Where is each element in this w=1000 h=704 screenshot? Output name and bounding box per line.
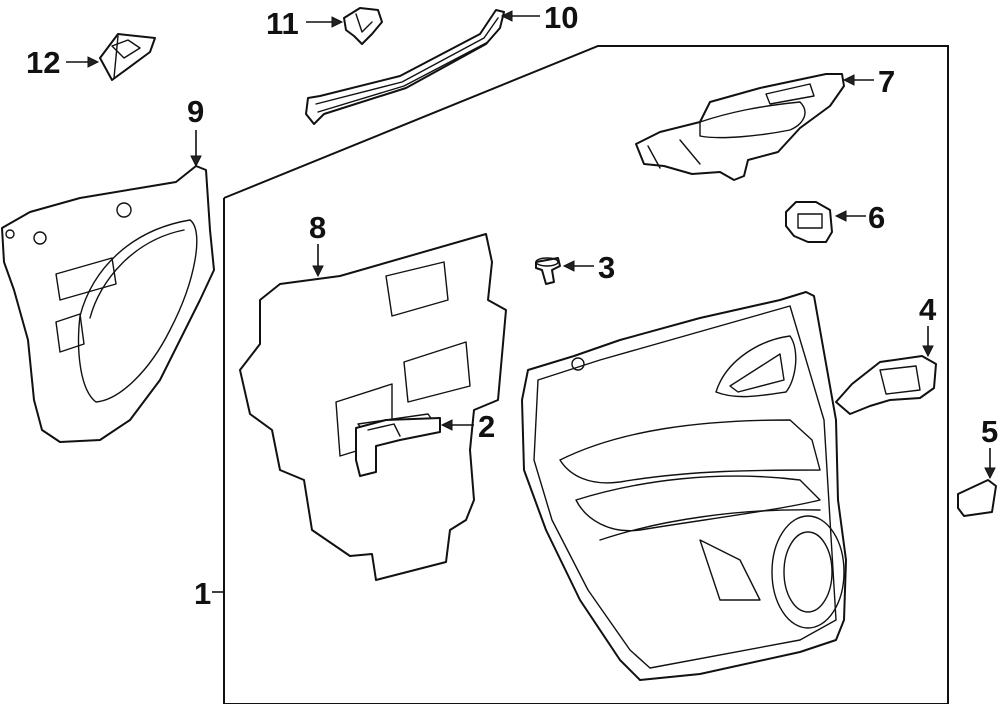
part-6-switch[interactable] <box>785 201 833 243</box>
callout-9: 9 <box>187 94 204 129</box>
callout-11: 11 <box>266 6 299 41</box>
callout-7: 7 <box>878 64 895 99</box>
part-12-bezel[interactable] <box>99 33 156 81</box>
arrow-8 <box>312 265 324 278</box>
part-8-water-deflector[interactable] <box>239 233 507 581</box>
arrow-9 <box>190 155 202 168</box>
callout-12: 12 <box>26 45 60 80</box>
arrow-4 <box>922 345 934 358</box>
part-1-door-trim-panel[interactable] <box>521 291 847 681</box>
part-11-clip[interactable] <box>343 7 383 45</box>
callout-2: 2 <box>478 409 495 444</box>
callout-4: 4 <box>919 292 937 327</box>
arrow-10 <box>500 10 513 22</box>
arrow-11 <box>331 16 344 28</box>
arrow-6 <box>834 210 847 222</box>
callout-6: 6 <box>868 200 885 235</box>
callout-5: 5 <box>981 414 998 449</box>
part-4-handle[interactable] <box>835 355 937 415</box>
arrow-2 <box>440 419 453 431</box>
part-10-weatherstrip[interactable] <box>305 9 505 125</box>
part-7-switch-bezel[interactable] <box>635 73 845 181</box>
part-5-cap[interactable] <box>957 479 997 517</box>
arrow-7 <box>842 74 855 86</box>
arrow-12 <box>87 56 100 68</box>
part-3-grommet[interactable] <box>535 257 561 285</box>
callout-3: 3 <box>598 250 615 285</box>
arrow-3 <box>562 260 575 272</box>
callout-1: 1 <box>194 576 211 611</box>
part-2-bracket[interactable] <box>355 417 441 477</box>
arrow-5 <box>984 467 996 480</box>
assembly-frame <box>223 45 949 704</box>
callout-10: 10 <box>544 0 578 35</box>
callout-8: 8 <box>309 210 326 245</box>
part-9-inner-panel[interactable] <box>1 165 215 443</box>
